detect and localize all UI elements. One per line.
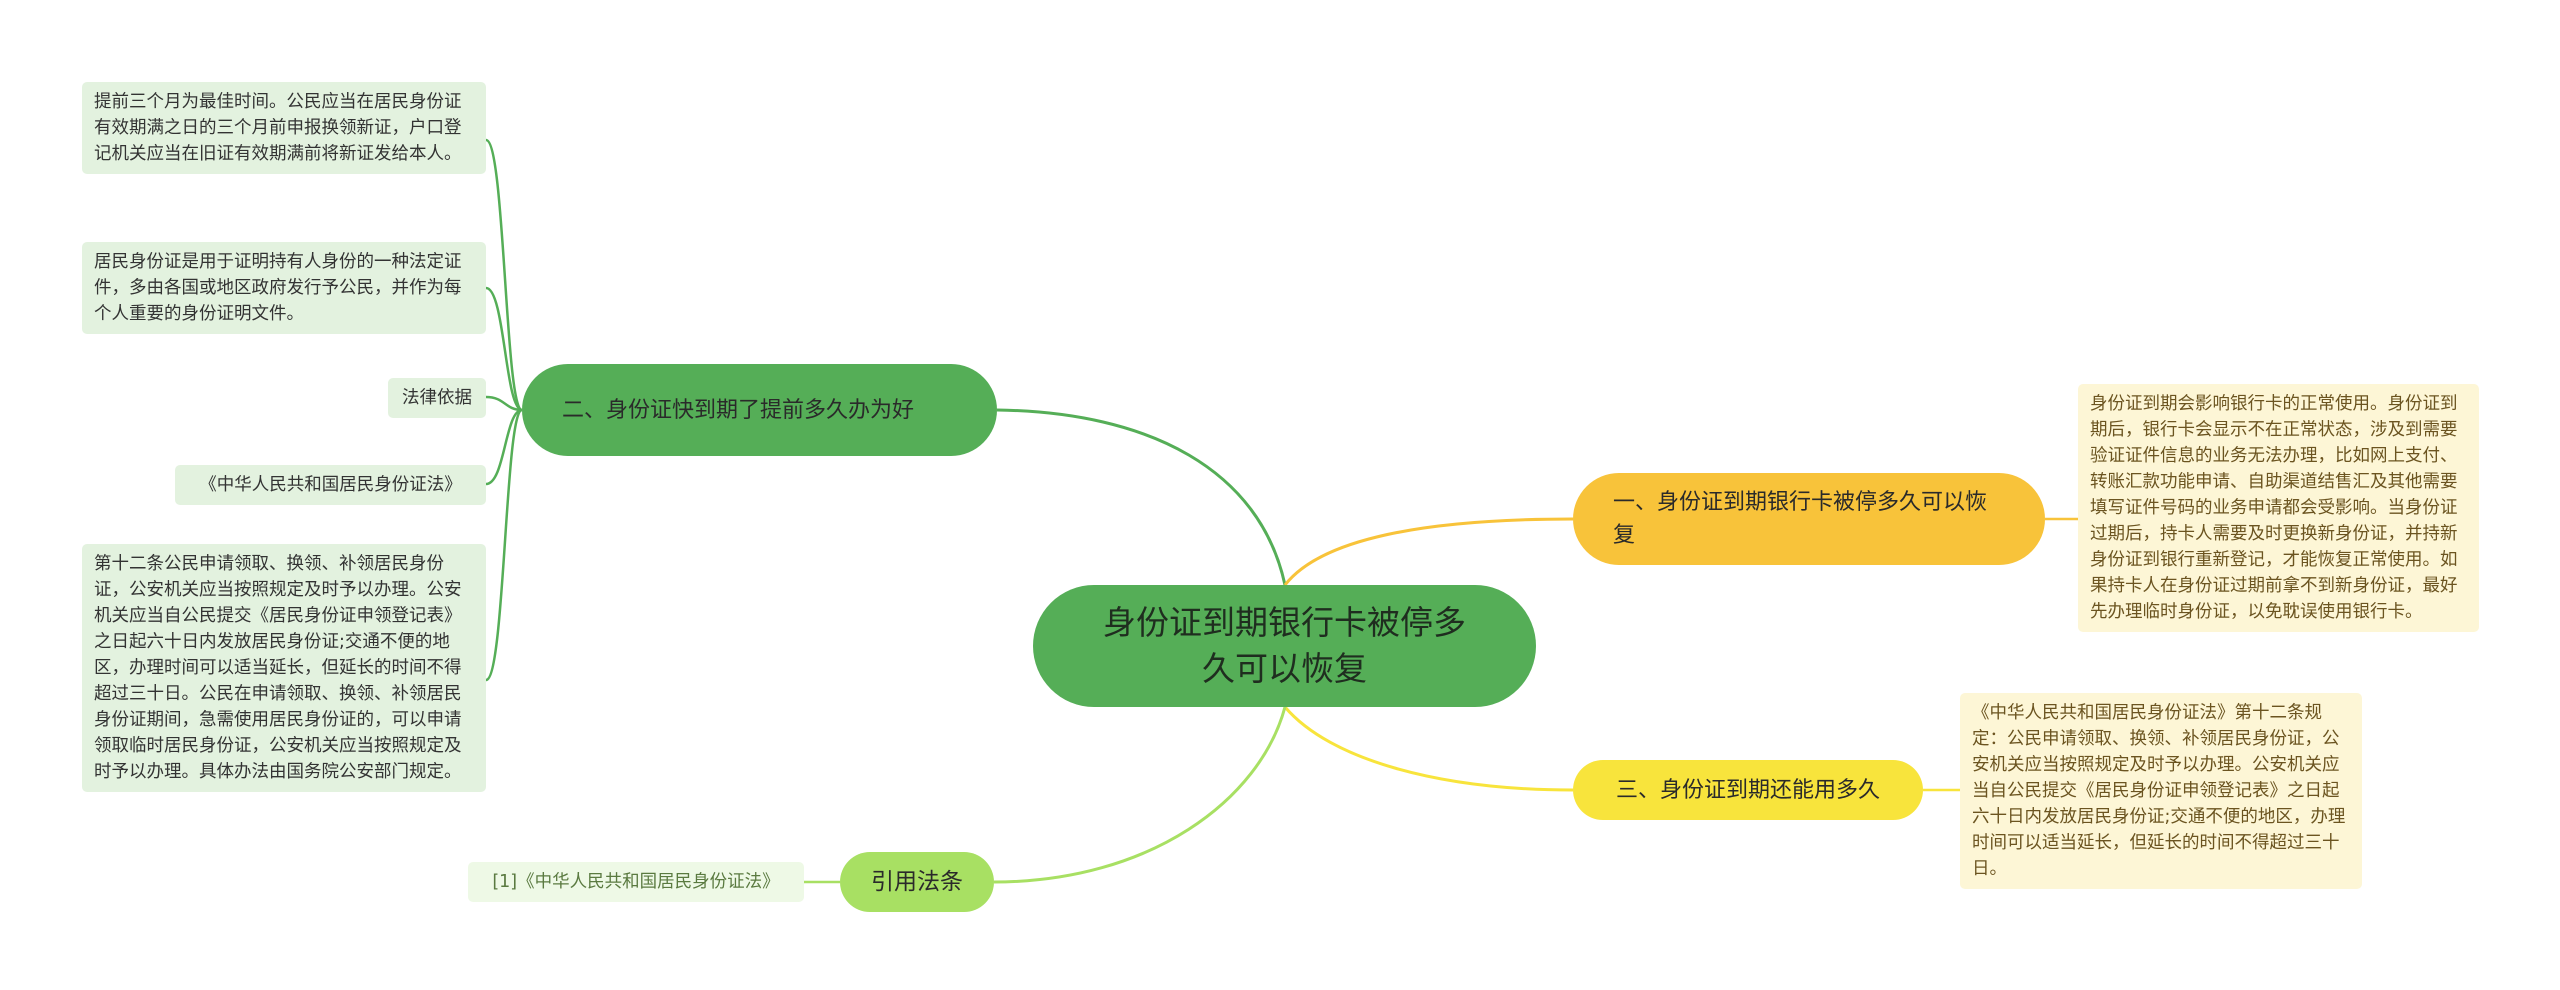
branch-bank-card-recovery[interactable]: 一、身份证到期银行卡被停多久可以恢复 — [1573, 473, 2045, 565]
link-center-ref — [993, 706, 1287, 884]
link-b2-l3 — [485, 395, 523, 412]
leaf-id-definition[interactable]: 居民身份证是用于证明持有人身份的一种法定证件，多由各国或地区政府发行予公民，并作… — [82, 242, 486, 334]
central-topic-label: 身份证到期银行卡被停多久可以恢复 — [1103, 603, 1466, 688]
branch-bank-card-recovery-label: 一、身份证到期银行卡被停多久可以恢复 — [1613, 490, 1988, 548]
leaf-legal-basis[interactable]: 法律依据 — [388, 378, 486, 418]
branch-renewal-timing-label: 二、身份证快到期了提前多久办为好 — [562, 397, 915, 423]
leaf-id-law-title[interactable]: 《中华人民共和国居民身份证法》 — [175, 465, 486, 505]
link-b2-l4 — [485, 408, 523, 486]
branch-expired-id-usage-label: 三、身份证到期还能用多久 — [1615, 777, 1880, 803]
link-center-b1 — [1283, 517, 1574, 586]
link-b2-l5 — [484, 408, 524, 682]
link-b2-l2 — [485, 286, 523, 412]
central-topic[interactable]: 身份证到期银行卡被停多久可以恢复 — [1033, 585, 1536, 707]
leaf-bank-card-impact[interactable]: 身份证到期会影响银行卡的正常使用。身份证到期后，银行卡会显示不在正常状态，涉及到… — [2078, 384, 2479, 632]
link-b2-l1 — [484, 138, 524, 412]
link-center-b3 — [1283, 706, 1574, 792]
leaf-article-12[interactable]: 第十二条公民申请领取、换领、补领居民身份证，公安机关应当按照规定及时予以办理。公… — [82, 544, 486, 792]
leaf-reference-law[interactable]: [1]《中华人民共和国居民身份证法》 — [468, 862, 804, 902]
link-center-b2 — [996, 408, 1287, 586]
leaf-best-time[interactable]: 提前三个月为最佳时间。公民应当在居民身份证有效期满之日的三个月前申报换领新证，户… — [82, 82, 486, 174]
branch-cited-law[interactable]: 引用法条 — [840, 852, 994, 912]
branch-renewal-timing[interactable]: 二、身份证快到期了提前多久办为好 — [522, 364, 997, 456]
branch-expired-id-usage[interactable]: 三、身份证到期还能用多久 — [1573, 760, 1923, 820]
leaf-article-12-quote[interactable]: 《中华人民共和国居民身份证法》第十二条规定：公民申请领取、换领、补领居民身份证，… — [1960, 693, 2362, 889]
branch-cited-law-label: 引用法条 — [871, 868, 963, 895]
